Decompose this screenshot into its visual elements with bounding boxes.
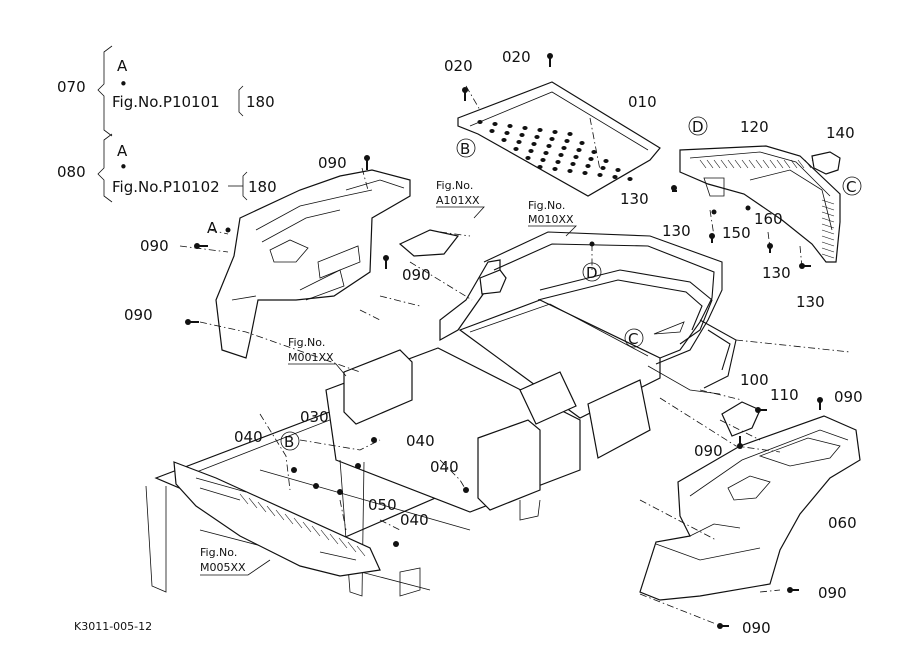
legend-fig: Fig.No.P10102 xyxy=(112,178,220,196)
figure-references: Fig.No. A101XX Fig.No. M010XX Fig.No. M0… xyxy=(200,179,577,576)
legend-letter: A xyxy=(117,57,128,75)
figref-a101xx: Fig.No. A101XX xyxy=(436,179,485,219)
callout-150: 150 xyxy=(722,224,751,242)
callout-010: 010 xyxy=(628,93,657,111)
callout-110: 110 xyxy=(770,386,799,404)
figref-m005xx: Fig.No. M005XX xyxy=(200,546,271,576)
callout-120: 120 xyxy=(740,118,769,136)
marker-c: C xyxy=(624,328,644,348)
callout-090: 090 xyxy=(818,584,847,602)
callout-040: 040 xyxy=(400,511,429,529)
callout-090: 090 xyxy=(140,237,169,255)
callout-020: 020 xyxy=(502,48,531,66)
svg-text:C: C xyxy=(846,178,856,196)
legend-qty: 180 xyxy=(248,178,277,196)
svg-text:D: D xyxy=(586,264,598,282)
legend-row-080: 080 A • Fig.No.P10102 180 xyxy=(57,133,277,203)
floor-plate-010 xyxy=(457,81,661,197)
callout-040: 040 xyxy=(234,428,263,446)
markers: A B B C C D D xyxy=(207,116,862,451)
leader-lines xyxy=(179,85,851,625)
legend-brace xyxy=(97,133,113,203)
rear-fender-060 xyxy=(639,415,861,601)
figref-m010xx: Fig.No. M010XX xyxy=(528,199,577,237)
callout-130: 130 xyxy=(796,293,825,311)
callout-040: 040 xyxy=(430,458,459,476)
svg-text:Fig.No.: Fig.No. xyxy=(200,546,237,559)
svg-text:Fig.No.: Fig.No. xyxy=(528,199,565,212)
callout-090: 090 xyxy=(742,619,771,637)
svg-text:M005XX: M005XX xyxy=(200,561,246,574)
svg-text:Fig.No.: Fig.No. xyxy=(436,179,473,192)
legend-brace-small xyxy=(238,85,244,117)
svg-text:B: B xyxy=(284,433,294,451)
svg-text:C: C xyxy=(628,330,638,348)
legend-row-070: 070 A • Fig.No.P10101 180 xyxy=(57,45,275,137)
marker-a: A xyxy=(207,219,218,237)
svg-text:M010XX: M010XX xyxy=(528,213,574,226)
svg-text:M001XX: M001XX xyxy=(288,351,334,364)
legend-bullet: • xyxy=(119,75,128,93)
callout-100: 100 xyxy=(740,371,769,389)
legend-fig: Fig.No.P10101 xyxy=(112,93,220,111)
side-skirt xyxy=(173,461,381,577)
marker-d: D xyxy=(582,262,602,282)
marker-b: B xyxy=(456,138,476,158)
legend-brace xyxy=(97,45,113,137)
svg-text:D: D xyxy=(692,118,704,136)
fasteners xyxy=(185,53,823,629)
callout-140: 140 xyxy=(826,124,855,142)
rear-hood-120 xyxy=(679,145,841,263)
callout-130: 130 xyxy=(662,222,691,240)
seat-frame xyxy=(483,231,737,395)
figref-m001xx: Fig.No. M001XX xyxy=(288,336,347,377)
callouts: 020 020 010 090 090 090 090 090 090 090 … xyxy=(124,48,863,637)
callout-090: 090 xyxy=(694,442,723,460)
legend-bullet: • xyxy=(119,158,128,176)
drawing-code: K3011-005-12 xyxy=(74,620,152,633)
legend-letter: A xyxy=(117,142,128,160)
marker-b: B xyxy=(280,431,300,451)
cap-140 xyxy=(811,151,841,175)
callout-090: 090 xyxy=(402,266,431,284)
legend-ref: 080 xyxy=(57,163,86,181)
callout-160: 160 xyxy=(754,210,783,228)
legend-qty: 180 xyxy=(246,93,275,111)
callout-090: 090 xyxy=(124,306,153,324)
callout-060: 060 xyxy=(828,514,857,532)
callout-030: 030 xyxy=(300,408,329,426)
marker-c: C xyxy=(842,176,862,196)
bracket-a101 xyxy=(398,229,460,257)
bracket-100 xyxy=(721,401,761,437)
callout-020: 020 xyxy=(444,57,473,75)
callout-130: 130 xyxy=(762,264,791,282)
marker-d: D xyxy=(688,116,708,136)
legend-brace-small xyxy=(242,171,248,201)
callout-090: 090 xyxy=(318,154,347,172)
legend: 070 A • Fig.No.P10101 180 080 A • Fig.No… xyxy=(57,45,277,203)
dash-panel xyxy=(215,169,411,359)
callout-050: 050 xyxy=(368,496,397,514)
callout-090: 090 xyxy=(834,388,863,406)
svg-text:B: B xyxy=(460,140,470,158)
callout-130: 130 xyxy=(620,190,649,208)
callout-040: 040 xyxy=(406,432,435,450)
svg-text:A101XX: A101XX xyxy=(436,194,480,207)
legend-ref: 070 xyxy=(57,78,86,96)
svg-text:Fig.No.: Fig.No. xyxy=(288,336,325,349)
